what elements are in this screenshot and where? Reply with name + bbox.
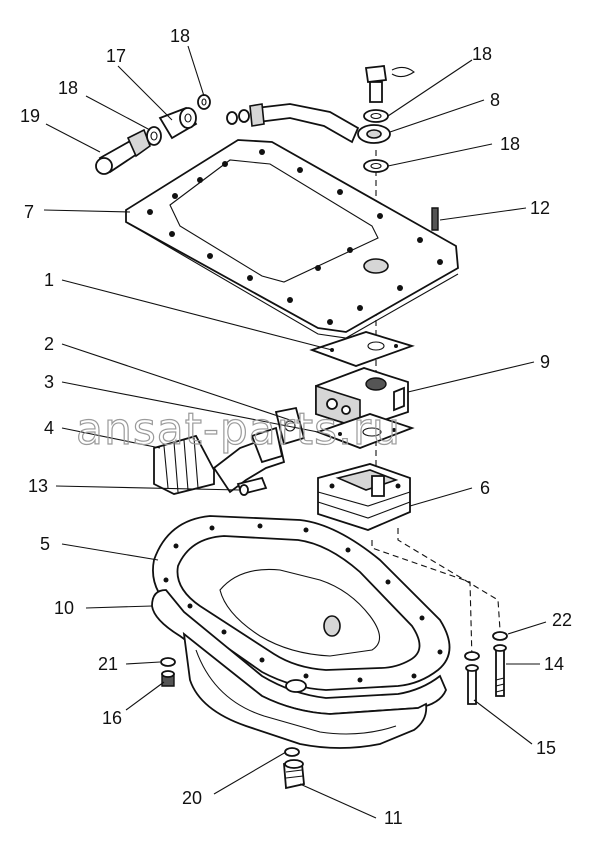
drain-plug-left: [161, 670, 175, 687]
callout-1: 1: [44, 270, 54, 290]
sealing-washer-left: [146, 126, 162, 146]
bolt-washer-22: [492, 631, 508, 641]
drain-washer-bottom: [284, 747, 300, 757]
pump-gasket-upper: [309, 331, 415, 367]
oil-sump: [151, 568, 447, 749]
sealing-washer-lower-right: [363, 159, 389, 173]
hollow-bolt: [364, 65, 415, 103]
banjo-eye: [357, 124, 391, 144]
banjo-fitting: [158, 106, 198, 140]
bolt-washer-15: [464, 651, 480, 661]
watermark-text: ansat-parts.ru: [76, 404, 401, 455]
union-fitting: [95, 128, 151, 175]
pump-cover: [317, 463, 411, 531]
callout-5: 5: [40, 534, 50, 554]
leader-5: [61, 543, 159, 561]
leader-7: [43, 209, 131, 213]
leader-6: [409, 487, 473, 507]
callout-3: 3: [44, 372, 54, 392]
callout-2: 2: [44, 334, 54, 354]
callout-20: 20: [182, 788, 202, 808]
leader-15: [473, 699, 533, 745]
flange-bolt: [236, 476, 268, 496]
callout-18a: 18: [170, 26, 190, 46]
leader-8: [389, 99, 485, 133]
callout-14: 14: [544, 654, 564, 674]
leader-18a: [187, 45, 205, 97]
pump-gasket-lower: [315, 413, 415, 449]
leader-13: [55, 485, 241, 491]
drain-washer-left: [160, 657, 176, 667]
callout-11: 11: [384, 808, 403, 828]
leader-18d: [387, 143, 493, 167]
assembly-axis-right-2: [397, 528, 501, 631]
long-bolt-14: [493, 644, 507, 697]
leader-3: [61, 381, 319, 433]
callout-19: 19: [20, 106, 40, 126]
callout-12: 12: [530, 198, 550, 218]
callout-7: 7: [24, 202, 34, 222]
leader-21: [125, 661, 161, 665]
leader-12: [439, 207, 527, 221]
pump-housing: [315, 367, 409, 430]
dowel-pin: [431, 207, 439, 231]
leader-2: [61, 343, 291, 421]
callout-17: 17: [106, 46, 126, 66]
callout-8: 8: [490, 90, 500, 110]
callout-13: 13: [28, 476, 48, 496]
leader-9: [407, 361, 535, 393]
leader-22: [507, 621, 547, 635]
callout-21: 21: [98, 654, 118, 674]
callout-18c: 18: [472, 44, 492, 64]
leader-18c: [387, 59, 473, 117]
top-gasket-plate: [125, 139, 459, 339]
sealing-washer-top-right: [363, 109, 389, 123]
sealing-washer-top-left: [197, 94, 211, 110]
drain-plug-bottom: [283, 759, 305, 790]
leader-1: [61, 279, 333, 351]
leader-17: [117, 65, 173, 121]
leader-10: [85, 605, 153, 609]
callout-10: 10: [54, 598, 74, 618]
callout-18d: 18: [500, 134, 520, 154]
assembly-axis-right: [371, 540, 473, 661]
leader-19: [45, 123, 101, 153]
callout-6: 6: [480, 478, 490, 498]
strainer-pipe: [153, 426, 286, 495]
callout-15: 15: [536, 738, 556, 758]
callout-22: 22: [552, 610, 572, 630]
leader-11: [299, 783, 377, 819]
callout-4: 4: [44, 418, 54, 438]
leader-4: [61, 427, 161, 449]
long-bolt-15: [465, 664, 479, 705]
oil-pipe: [226, 103, 360, 144]
leader-16: [125, 681, 165, 711]
callout-18b: 18: [58, 78, 78, 98]
leader-20: [213, 751, 287, 795]
callout-9: 9: [540, 352, 550, 372]
callout-16: 16: [102, 708, 122, 728]
leader-18b: [85, 95, 151, 131]
